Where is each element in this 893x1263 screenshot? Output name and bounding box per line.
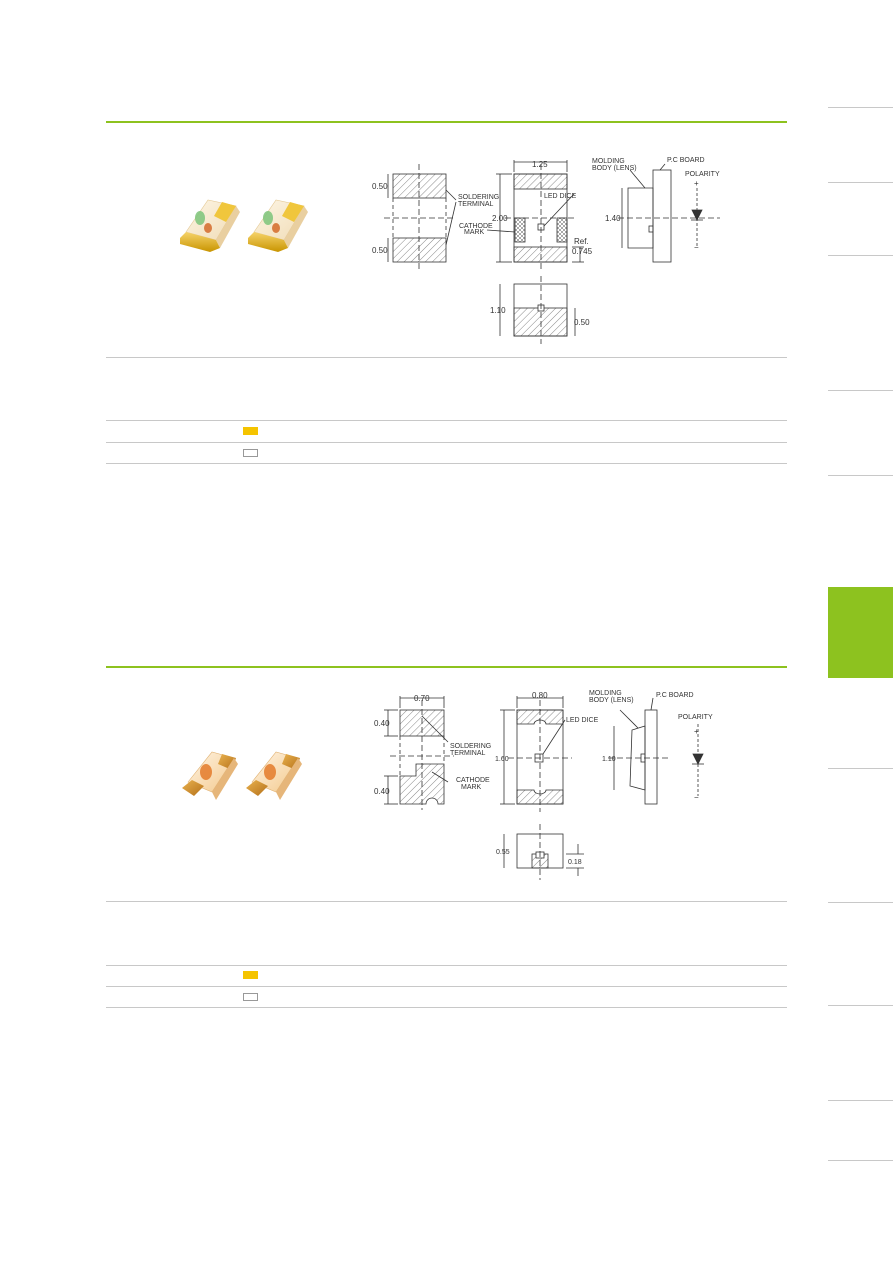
section-1-rule (106, 442, 787, 443)
dim-top-pad: 0.50 (372, 182, 388, 191)
dim-ref-value: 0.745 (572, 247, 593, 256)
label-led-dice: LED DICE (544, 193, 577, 200)
side-divider (828, 475, 893, 476)
color-swatch-yellow (243, 427, 258, 435)
color-swatch-white (243, 993, 258, 1001)
label-soldering: SOLDERING (458, 194, 499, 201)
dim-width-a: 0.70 (414, 694, 430, 703)
led-0603-product-photo (182, 751, 302, 800)
side-divider (828, 1005, 893, 1006)
dim-pad-bottom: 0.40 (374, 787, 390, 796)
side-divider (828, 182, 893, 183)
dim-side-height: 1.40 (605, 214, 621, 223)
label-mark: MARK (464, 229, 485, 236)
section-2-rule (106, 1007, 787, 1008)
led-0805-dimension-drawing: 0.50 0.50 SOLDERING TERMINAL 1.25 2.00 C… (372, 157, 720, 344)
label-soldering: SOLDERING (450, 743, 491, 750)
label-polarity: POLARITY (678, 714, 713, 721)
label-body-lens: BODY (LENS) (592, 165, 637, 172)
side-divider (828, 390, 893, 391)
section-2-rule (106, 901, 787, 902)
section-1-rule (106, 357, 787, 358)
side-divider (828, 255, 893, 256)
dim-bottom-small: 0.18 (568, 859, 582, 866)
section-1-top-rule (106, 121, 787, 123)
polarity-plus: + (694, 727, 699, 736)
dim-bottom-height: 0.55 (496, 849, 510, 856)
dim-bottom-pad: 0.50 (372, 246, 388, 255)
side-divider (828, 107, 893, 108)
label-mark: MARK (461, 784, 482, 791)
section-2-rule (106, 986, 787, 987)
polarity-minus: − (694, 793, 699, 802)
section-2-top-rule (106, 666, 787, 668)
label-cathode: CATHODE (456, 777, 490, 784)
polarity-minus: − (694, 243, 699, 252)
label-pc-board: P.C BOARD (667, 157, 705, 164)
side-divider (828, 1160, 893, 1161)
label-pc-board: P.C BOARD (656, 692, 694, 699)
side-divider (828, 768, 893, 769)
color-swatch-yellow (243, 971, 258, 979)
dim-length: 2.00 (492, 214, 508, 223)
dim-width-b: 0.80 (532, 691, 548, 700)
label-molding: MOLDING (589, 690, 622, 697)
section-2-rule (106, 965, 787, 966)
dim-side-height: 1.10 (602, 756, 616, 763)
led-0603-dimension-drawing: 0.70 0.40 0.40 SOLDERING TERMINAL CATHOD… (374, 690, 713, 880)
led-chip-right (246, 751, 302, 800)
polarity-plus: + (694, 179, 699, 188)
dim-bottom-height: 1.10 (490, 306, 506, 315)
label-polarity: POLARITY (685, 171, 720, 178)
led-0805-product-photo (180, 199, 308, 252)
dim-pad-top: 0.40 (374, 719, 390, 728)
label-molding: MOLDING (592, 158, 625, 165)
side-divider (828, 1100, 893, 1101)
label-led-dice: LED DICE (566, 717, 599, 724)
dim-width: 1.25 (532, 160, 548, 169)
section-1-rule (106, 420, 787, 421)
led-chip-left (182, 751, 238, 800)
section-1-rule (106, 463, 787, 464)
led-chip-right (248, 199, 308, 252)
color-swatch-white (243, 449, 258, 457)
dim-length: 1.60 (495, 756, 509, 763)
active-section-tab[interactable] (828, 587, 893, 678)
side-divider (828, 902, 893, 903)
label-cathode: CATHODE (459, 223, 493, 230)
label-terminal: TERMINAL (458, 201, 494, 208)
led-chip-left (180, 199, 240, 252)
dim-bottom-pad-right: 0.50 (574, 318, 590, 327)
dim-ref: Ref. (574, 237, 589, 246)
label-terminal: TERMINAL (450, 750, 486, 757)
label-body-lens: BODY (LENS) (589, 697, 634, 704)
